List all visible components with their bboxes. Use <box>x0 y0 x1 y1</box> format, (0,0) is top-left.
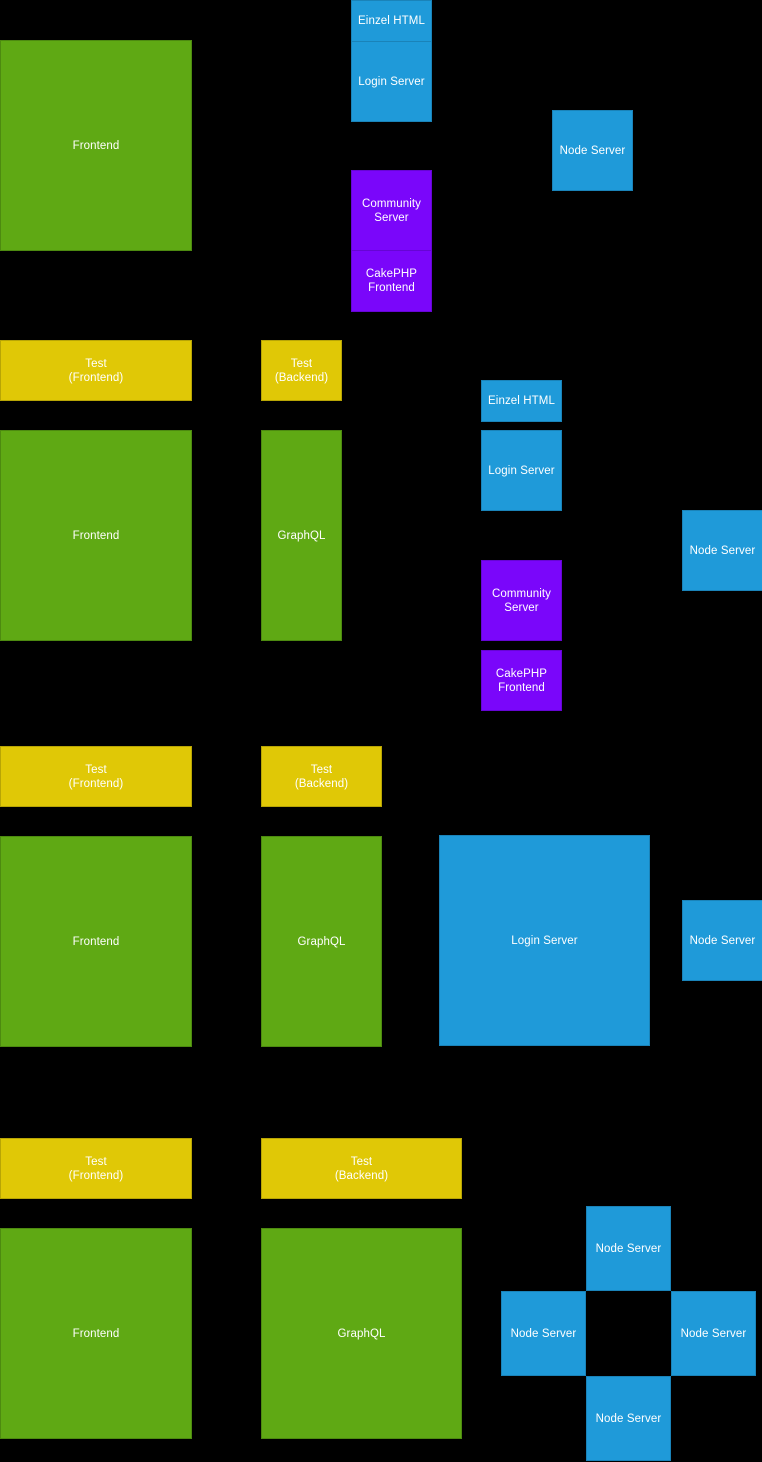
block-r1-community-server[interactable]: Community Server <box>351 170 432 251</box>
block-r2-test-backend[interactable]: Test (Backend) <box>261 340 342 401</box>
block-label: Community Server <box>491 587 552 614</box>
block-r2-test-frontend[interactable]: Test (Frontend) <box>0 340 192 401</box>
block-label: Frontend <box>72 935 120 948</box>
block-label: Frontend <box>72 1327 120 1340</box>
block-label: Test (Frontend) <box>68 763 124 790</box>
block-r1-cakephp-frontend[interactable]: CakePHP Frontend <box>351 250 432 312</box>
block-r4-node-server-bottom[interactable]: Node Server <box>586 1376 671 1461</box>
block-label: CakePHP Frontend <box>365 268 418 294</box>
block-r1-frontend[interactable]: Frontend <box>0 40 192 251</box>
block-r1-login-server[interactable]: Login Server <box>351 41 432 122</box>
block-r2-cakephp-frontend[interactable]: CakePHP Frontend <box>481 650 562 711</box>
block-r1-node-server[interactable]: Node Server <box>552 110 633 191</box>
block-r3-test-frontend[interactable]: Test (Frontend) <box>0 746 192 807</box>
block-label: Node Server <box>689 934 756 947</box>
block-r3-graphql[interactable]: GraphQL <box>261 836 382 1047</box>
block-r2-graphql[interactable]: GraphQL <box>261 430 342 641</box>
block-r2-community-server[interactable]: Community Server <box>481 560 562 641</box>
block-label: Node Server <box>510 1327 577 1340</box>
block-r2-login-server[interactable]: Login Server <box>481 430 562 511</box>
block-r2-einzel-html[interactable]: Einzel HTML <box>481 380 562 422</box>
block-label: Login Server <box>511 934 578 947</box>
block-r4-node-server-right[interactable]: Node Server <box>671 1291 756 1376</box>
block-label: Test (Frontend) <box>68 1155 124 1182</box>
block-r3-login-server[interactable]: Login Server <box>439 835 650 1046</box>
block-label: Test (Backend) <box>334 1155 389 1182</box>
block-r2-node-server[interactable]: Node Server <box>682 510 762 591</box>
block-label: Login Server <box>358 75 425 88</box>
block-r4-node-server-top[interactable]: Node Server <box>586 1206 671 1291</box>
block-label: GraphQL <box>277 529 326 542</box>
block-label: Test (Backend) <box>274 357 329 384</box>
block-label: Node Server <box>680 1327 747 1340</box>
block-r3-test-backend[interactable]: Test (Backend) <box>261 746 382 807</box>
block-label: Node Server <box>595 1412 662 1425</box>
block-r2-frontend[interactable]: Frontend <box>0 430 192 641</box>
block-label: Login Server <box>488 464 555 477</box>
block-r4-test-frontend[interactable]: Test (Frontend) <box>0 1138 192 1199</box>
block-label: Community Server <box>361 197 422 224</box>
block-label: Frontend <box>72 529 120 542</box>
block-r1-einzel-html[interactable]: Einzel HTML <box>351 0 432 42</box>
block-r4-node-server-left[interactable]: Node Server <box>501 1291 586 1376</box>
block-label: Test (Backend) <box>294 763 349 790</box>
block-label: GraphQL <box>297 935 346 948</box>
block-label: Frontend <box>72 139 120 152</box>
block-r4-graphql[interactable]: GraphQL <box>261 1228 462 1439</box>
block-r4-test-backend[interactable]: Test (Backend) <box>261 1138 462 1199</box>
block-label: Node Server <box>689 544 756 557</box>
block-r4-cluster-center[interactable] <box>586 1291 671 1376</box>
block-label: Einzel HTML <box>358 15 425 27</box>
block-label: Test (Frontend) <box>68 357 124 384</box>
block-label: CakePHP Frontend <box>495 667 548 694</box>
block-label: Einzel HTML <box>488 395 555 407</box>
block-r4-frontend[interactable]: Frontend <box>0 1228 192 1439</box>
block-label: GraphQL <box>337 1327 386 1340</box>
block-r3-frontend[interactable]: Frontend <box>0 836 192 1047</box>
block-label: Node Server <box>559 144 626 157</box>
block-r3-node-server[interactable]: Node Server <box>682 900 762 981</box>
block-label: Node Server <box>595 1242 662 1255</box>
